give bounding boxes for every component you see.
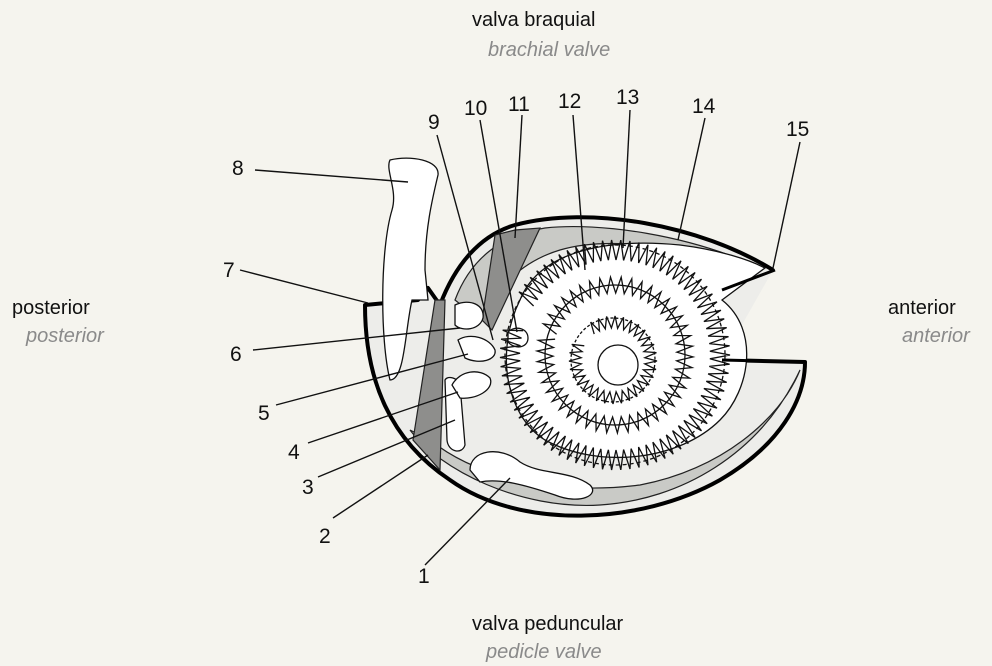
- callout-10: 10: [464, 97, 487, 120]
- callout-11: 11: [508, 93, 530, 116]
- right-label-secondary: anterior: [902, 325, 971, 347]
- leader-11: [515, 115, 522, 238]
- callout-5: 5: [258, 402, 270, 425]
- leader-7: [240, 270, 368, 303]
- leader-14: [678, 118, 705, 240]
- top-label-secondary: brachial valve: [488, 39, 610, 61]
- bottom-label-secondary: pedicle valve: [485, 641, 602, 663]
- top-label: valva braquial: [472, 9, 595, 31]
- leader-15: [773, 142, 800, 268]
- callout-13: 13: [616, 86, 639, 109]
- right-label: anterior: [888, 297, 956, 319]
- callout-9: 9: [428, 111, 440, 134]
- bottom-label: valva peduncular: [472, 613, 624, 635]
- callout-4: 4: [288, 441, 300, 464]
- callout-1: 1: [418, 565, 430, 588]
- callout-3: 3: [302, 476, 314, 499]
- callout-7: 7: [223, 259, 235, 282]
- left-label: posterior: [12, 297, 90, 319]
- organ-6: [455, 302, 483, 329]
- leader-8: [255, 170, 408, 182]
- callout-2: 2: [319, 525, 331, 548]
- callout-8: 8: [232, 157, 244, 180]
- left-label-secondary: posterior: [25, 325, 105, 347]
- ventral-commissure: [722, 360, 805, 362]
- callout-12: 12: [558, 90, 581, 113]
- callout-14: 14: [692, 95, 716, 118]
- callout-15: 15: [786, 118, 809, 141]
- callout-6: 6: [230, 343, 242, 366]
